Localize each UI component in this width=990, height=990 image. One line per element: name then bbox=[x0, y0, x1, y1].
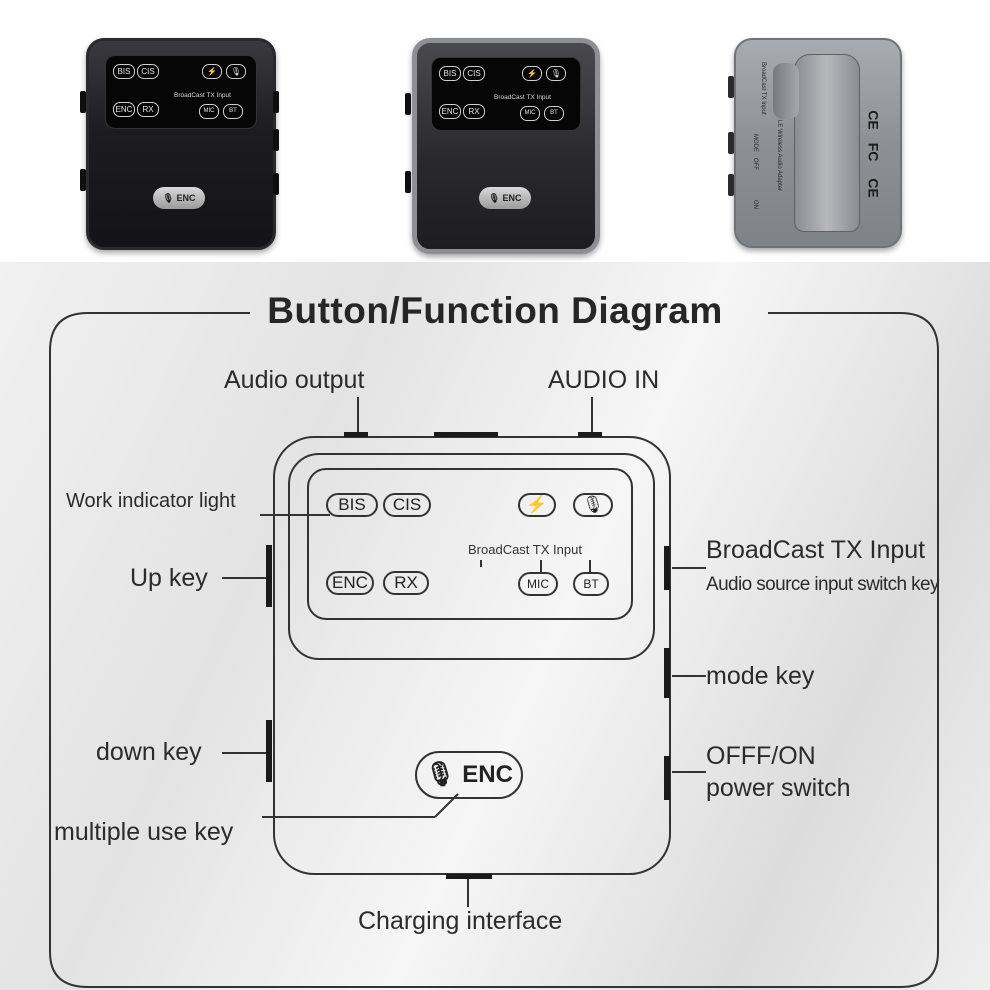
label-power-line1: OFFF/ON bbox=[706, 742, 816, 770]
ce-mark-2: CE bbox=[865, 178, 882, 198]
screen-pill-cis: CIS bbox=[383, 493, 431, 517]
label-broadcast-tx: BroadCast TX Input bbox=[706, 536, 926, 564]
back-side-button-2 bbox=[728, 132, 734, 154]
audio-in-port bbox=[578, 432, 602, 437]
label-work-indicator: Work indicator light bbox=[66, 490, 236, 512]
mode-key-button bbox=[664, 648, 670, 698]
label-audio-output: Audio output bbox=[224, 366, 365, 394]
device-screen: BIS CIS ⚡ 🎙 BroadCast TX Input ENC RX MI… bbox=[431, 57, 581, 131]
back-top-text: BroadCast TX Input bbox=[760, 62, 766, 115]
back-switch-on: ON bbox=[752, 200, 758, 209]
down-key-side bbox=[405, 171, 411, 193]
back-product-name: LE Wireless Audio Adapter bbox=[776, 120, 782, 192]
pill-cis: CIS bbox=[137, 64, 159, 79]
button-function-diagram: Button/Function Diagram Audio output AUD… bbox=[0, 262, 990, 990]
screen-pill-rx: RX bbox=[383, 571, 429, 595]
broadcast-key-button bbox=[664, 546, 670, 590]
pill-rx: RX bbox=[463, 104, 485, 119]
screen-inner-frame bbox=[307, 468, 633, 620]
pill-cis: CIS bbox=[463, 66, 485, 81]
label-up-key: Up key bbox=[130, 564, 208, 592]
label-charging-interface: Charging interface bbox=[358, 907, 563, 935]
mic-mute-icon: 🎙 bbox=[226, 64, 246, 79]
power-switch-side bbox=[273, 173, 279, 195]
label-multiple-use-key: multiple use key bbox=[54, 818, 234, 846]
mic-icon: 🎙 bbox=[488, 193, 500, 203]
label-audio-in: AUDIO IN bbox=[548, 366, 660, 394]
pill-bt: BT bbox=[223, 104, 243, 119]
mic-mute-icon: 🎙 bbox=[573, 493, 613, 517]
lightning-icon: ⚡ bbox=[522, 66, 542, 81]
belt-clip bbox=[773, 54, 860, 232]
screen-pill-bis: BIS bbox=[326, 493, 378, 517]
screen-pill-enc: ENC bbox=[326, 571, 374, 595]
enc-button-label: ENC bbox=[502, 193, 522, 203]
pill-mic: MIC bbox=[520, 106, 540, 121]
clip-hinge bbox=[773, 63, 799, 119]
down-key-button bbox=[266, 720, 272, 782]
back-side-button-3 bbox=[728, 174, 734, 196]
mic-icon: 🎙 bbox=[162, 193, 174, 203]
screen-broadcast-label: BroadCast TX Input bbox=[468, 542, 582, 557]
pill-mic: MIC bbox=[199, 104, 219, 119]
device-screen: BIS CIS ⚡ 🎙 BroadCast TX Input ENC RX MI… bbox=[105, 55, 257, 129]
screen-broadcast-label: BroadCast TX Input bbox=[174, 92, 231, 99]
mode-key-side bbox=[273, 129, 279, 151]
audio-output-port bbox=[344, 432, 368, 437]
label-mode-key: mode key bbox=[706, 662, 815, 690]
tx-key-side bbox=[273, 91, 279, 113]
enc-button: 🎙 ENC bbox=[479, 187, 531, 209]
mic-mute-icon: 🎙 bbox=[546, 66, 566, 81]
device-front-black: BIS CIS ⚡ 🎙 BroadCast TX Input ENC RX MI… bbox=[80, 38, 279, 250]
screen-pill-bt: BT bbox=[573, 572, 609, 596]
diagram-title: Button/Function Diagram bbox=[267, 290, 723, 331]
lightning-icon: ⚡ bbox=[202, 64, 222, 79]
up-key-side bbox=[405, 93, 411, 115]
pill-bis: BIS bbox=[439, 66, 461, 81]
outer-frame bbox=[49, 312, 939, 988]
back-switch-off: OFF bbox=[752, 158, 758, 170]
enc-multiple-use-key: 🎙 ENC bbox=[415, 751, 523, 799]
product-photos: BIS CIS ⚡ 🎙 BroadCast TX Input ENC RX MI… bbox=[0, 0, 990, 262]
lightning-icon: ⚡ bbox=[518, 493, 556, 517]
device-front-grey: BIS CIS ⚡ 🎙 BroadCast TX Input ENC RX MI… bbox=[405, 38, 600, 254]
enc-button: 🎙 ENC bbox=[153, 187, 205, 209]
label-audio-source: Audio source input switch key bbox=[706, 574, 940, 595]
screen-broadcast-label: BroadCast TX Input bbox=[494, 94, 551, 101]
pill-bis: BIS bbox=[113, 64, 135, 79]
up-key-side bbox=[80, 91, 86, 113]
screen-pill-mic: MIC bbox=[518, 572, 558, 596]
up-key-button bbox=[266, 545, 272, 607]
ce-mark-1: CE bbox=[865, 110, 882, 130]
enc-key-label: ENC bbox=[462, 761, 513, 788]
pill-enc: ENC bbox=[113, 102, 135, 117]
pill-bt: BT bbox=[544, 106, 564, 121]
fc-mark: FC bbox=[865, 142, 882, 162]
label-power-line2: power switch bbox=[706, 774, 851, 802]
diagram-lines bbox=[49, 312, 939, 988]
device-back: BroadCast TX Input LE Wireless Audio Ada… bbox=[728, 38, 902, 248]
power-switch-button bbox=[664, 756, 670, 800]
charging-port bbox=[446, 874, 492, 879]
top-center-port bbox=[434, 432, 498, 437]
pill-enc: ENC bbox=[439, 104, 461, 119]
back-switch-mode: MODE bbox=[752, 134, 758, 152]
screen-outer-frame bbox=[288, 453, 655, 660]
down-key-side bbox=[80, 169, 86, 191]
back-side-button-1 bbox=[728, 76, 734, 98]
enc-button-label: ENC bbox=[176, 193, 196, 203]
mic-icon: 🎙 bbox=[425, 761, 456, 788]
pill-rx: RX bbox=[137, 102, 159, 117]
label-down-key: down key bbox=[96, 738, 202, 766]
